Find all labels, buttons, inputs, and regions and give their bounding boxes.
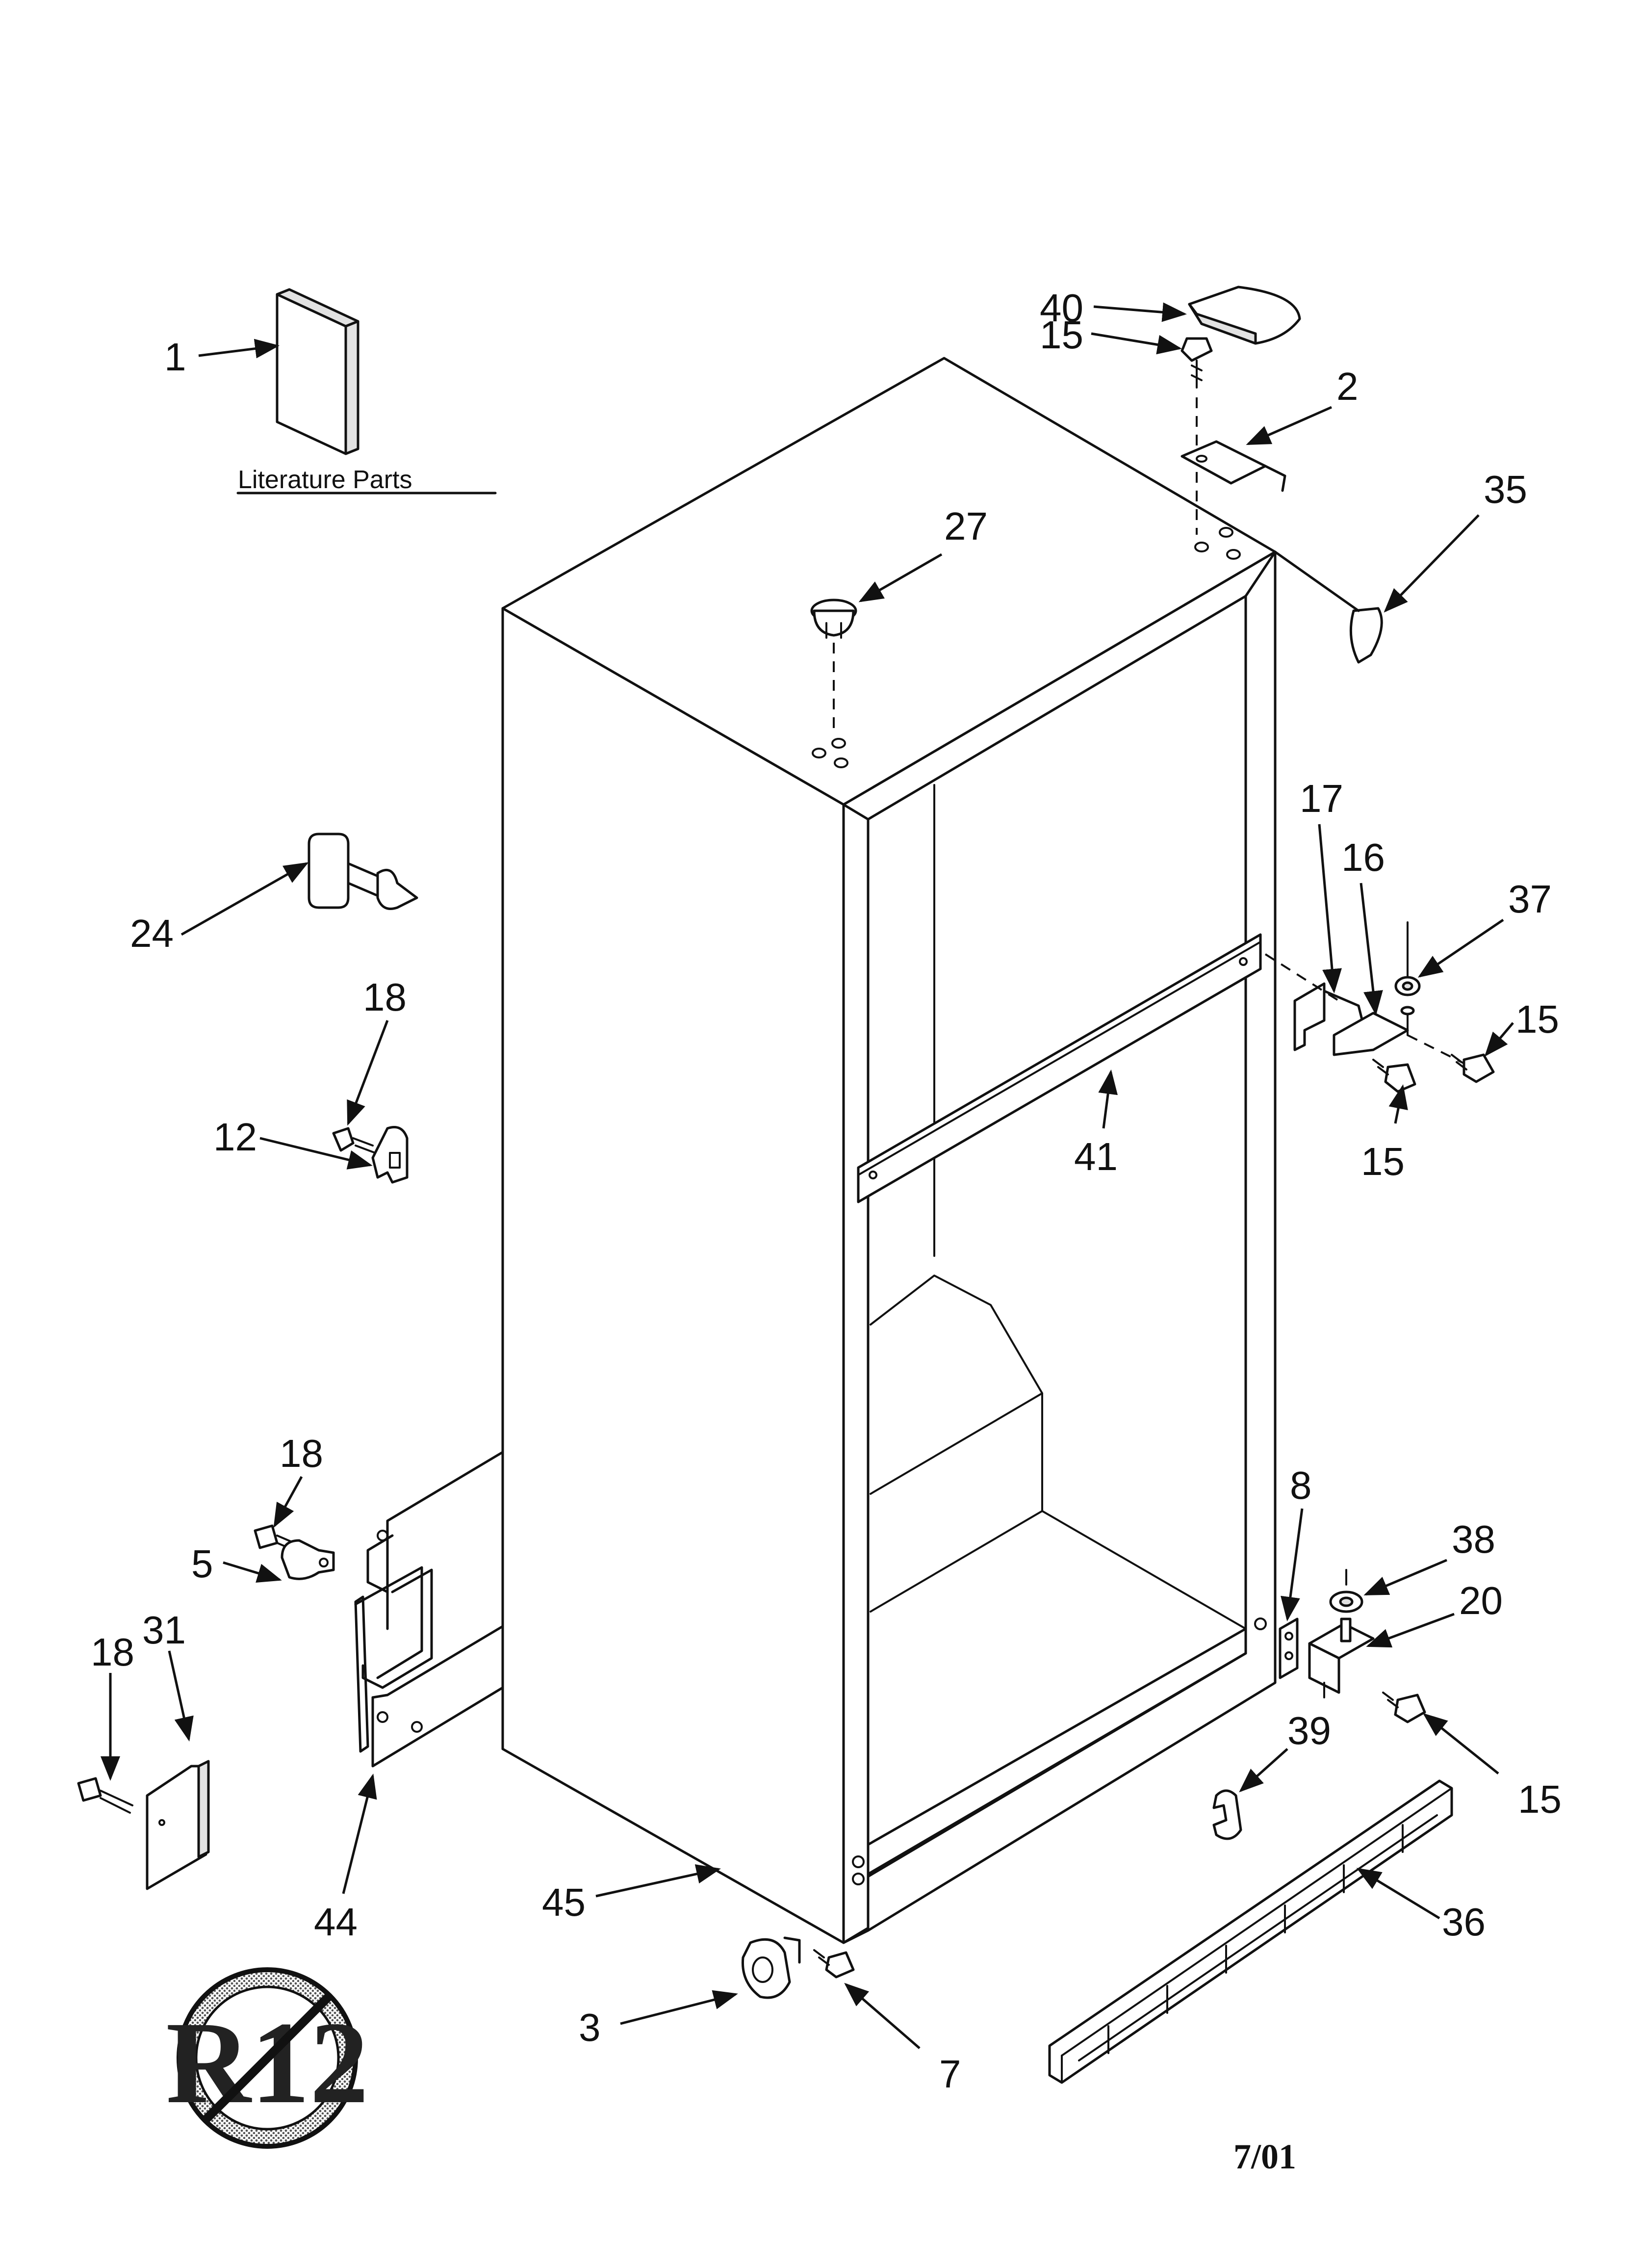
leader-24 <box>180 862 309 936</box>
grille-clip <box>1212 1789 1242 1840</box>
leader-41 <box>1098 1069 1118 1129</box>
callout-labels: 1 40 15 2 35 27 17 16 37 15 15 41 24 18 … <box>91 286 1562 2096</box>
leader-27 <box>858 553 943 602</box>
clamp-bracket <box>281 1539 335 1580</box>
callout-31: 31 <box>142 1608 186 1652</box>
callout-3: 3 <box>579 2006 601 2049</box>
hinge-cover-cap <box>1188 286 1301 345</box>
callout-41: 41 <box>1074 1135 1118 1178</box>
callout-7: 7 <box>939 2052 961 2096</box>
leader-45 <box>595 1864 721 1898</box>
leader-2 <box>1246 406 1333 445</box>
callout-12: 12 <box>213 1115 257 1159</box>
side-cover-panel <box>146 1760 210 1890</box>
leader-36 <box>1356 1868 1440 1920</box>
leader-12 <box>259 1137 373 1170</box>
callout-15: 15 <box>1361 1140 1405 1183</box>
leader-5 <box>223 1561 282 1583</box>
refrigerator-cabinet <box>501 357 1277 1944</box>
divider-rail <box>857 933 1262 1203</box>
callout-17: 17 <box>1300 777 1343 820</box>
callout-15: 15 <box>1515 997 1559 1041</box>
leader-17 <box>1318 824 1342 993</box>
callout-27: 27 <box>944 504 988 548</box>
callout-38: 38 <box>1452 1517 1495 1561</box>
callout-45: 45 <box>542 1880 586 1924</box>
top-screw <box>1180 337 1213 389</box>
side-plate <box>354 1451 504 1768</box>
hinge-axis-a <box>1264 953 1340 1002</box>
callout-36: 36 <box>1442 1900 1486 1944</box>
callout-15: 15 <box>1518 1777 1562 1821</box>
callout-16: 16 <box>1341 835 1385 879</box>
callout-18: 18 <box>280 1432 323 1475</box>
callout-37: 37 <box>1508 877 1552 921</box>
bottom-hinge <box>1308 1617 1375 1698</box>
leveler-screw <box>813 1949 855 1979</box>
hinge-screw-lower <box>1372 1059 1416 1093</box>
callout-40: 40 <box>1040 286 1083 330</box>
leader-15a <box>1091 332 1182 355</box>
leader-35 <box>1384 514 1480 613</box>
callout-39: 39 <box>1287 1709 1331 1752</box>
literature-book <box>276 288 359 455</box>
screw-lower-left <box>77 1777 133 1814</box>
callout-18: 18 <box>363 975 407 1019</box>
leader-40 <box>1093 302 1187 322</box>
leader-18b <box>273 1476 303 1528</box>
bottom-hinge-plate <box>1279 1617 1299 1679</box>
hinge-screw-right <box>1451 1053 1495 1083</box>
leveler-roller <box>741 1936 801 1999</box>
leader-lines <box>101 302 1514 2049</box>
leader-44 <box>342 1773 377 1894</box>
leader-15d <box>1423 1713 1499 1774</box>
leader-18a <box>347 1020 389 1126</box>
leader-7 <box>844 1982 921 2049</box>
door-stop <box>308 833 418 910</box>
hinge-washer-top <box>1394 976 1421 996</box>
leader-3 <box>620 1990 738 2025</box>
top-plug <box>810 599 857 639</box>
leader-8 <box>1281 1508 1304 1621</box>
leader-15b <box>1484 1022 1514 1057</box>
leader-1 <box>198 339 280 359</box>
callout-35: 35 <box>1484 468 1527 511</box>
left-bracket-frame <box>354 1534 433 1689</box>
date-code: 7/01 <box>1233 2137 1296 2176</box>
callout-5: 5 <box>191 1542 213 1586</box>
no-r12-badge: R12 <box>166 1967 369 2149</box>
literature-parts-label: Literature Parts <box>238 466 412 494</box>
callout-8: 8 <box>1290 1463 1312 1507</box>
callout-18: 18 <box>91 1630 134 1674</box>
leader-20 <box>1366 1613 1455 1648</box>
bottom-hinge-screw <box>1382 1692 1426 1723</box>
callout-15: 15 <box>1040 313 1083 357</box>
toe-grille <box>1048 1779 1453 2084</box>
screw-upper-left <box>332 1127 376 1154</box>
callout-44: 44 <box>314 1900 358 1944</box>
center-hinge <box>1333 1006 1415 1056</box>
bottom-washer <box>1329 1569 1363 1613</box>
callout-24: 24 <box>130 912 174 955</box>
leader-37 <box>1417 918 1504 978</box>
leader-38 <box>1363 1559 1447 1596</box>
leader-39 <box>1239 1748 1288 1793</box>
clip-upper-left <box>371 1126 409 1184</box>
trim-lead-line <box>1274 550 1360 612</box>
top-trim-piece <box>1349 607 1383 664</box>
leader-31 <box>168 1650 194 1742</box>
leader-15c <box>1388 1084 1408 1124</box>
callout-1: 1 <box>164 335 186 379</box>
top-hinge <box>1180 440 1286 492</box>
callout-20: 20 <box>1459 1579 1503 1622</box>
leader-16 <box>1360 883 1383 1016</box>
callout-2: 2 <box>1336 365 1359 408</box>
